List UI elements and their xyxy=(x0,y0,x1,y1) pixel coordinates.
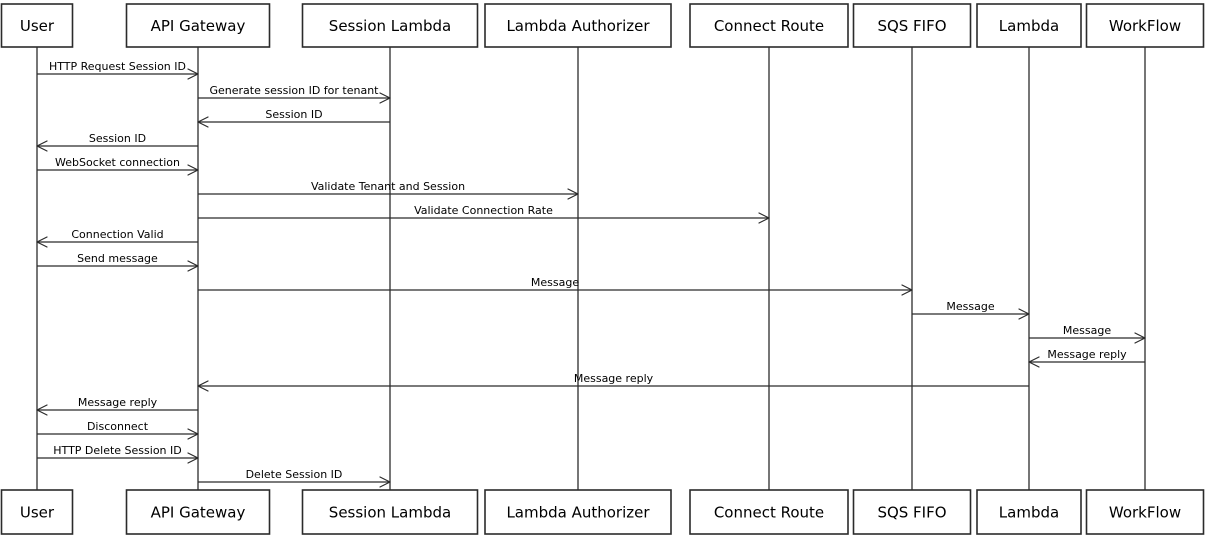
actor-bottom-label-workflow: WorkFlow xyxy=(1109,504,1181,522)
message-13-message-reply-label: Message reply xyxy=(1047,348,1127,361)
actor-bottom-label-api-gateway: API Gateway xyxy=(151,504,246,522)
message-16-disconnect-arrowhead xyxy=(187,428,199,440)
message-16-disconnect-label: Disconnect xyxy=(87,420,149,433)
actor-top-label-connect-route: Connect Route xyxy=(714,17,824,35)
actor-top-box-user xyxy=(0,3,74,48)
message-1-http-request-session-id-arrowhead xyxy=(187,68,199,80)
actor-top-box-workflow xyxy=(1085,3,1205,48)
actor-top-box-sqs-fifo xyxy=(852,3,972,48)
message-4-session-id-arrowhead xyxy=(36,140,48,152)
message-4-session-id-label: Session ID xyxy=(89,132,146,145)
message-6-validate-tenant-and-session-arrowhead xyxy=(567,188,579,200)
actor-bottom-box-workflow xyxy=(1085,489,1205,535)
actor-top-label-user: User xyxy=(20,17,55,35)
message-3-session-id-label: Session ID xyxy=(265,108,322,121)
actor-bottom-label-sqs-fifo: SQS FIFO xyxy=(877,504,946,522)
message-8-connection-valid-arrowhead xyxy=(36,236,48,248)
message-10-message-label: Message xyxy=(531,276,579,289)
actor-bottom-label-user: User xyxy=(20,504,55,522)
actor-top-box-connect-route xyxy=(689,3,849,48)
actor-top-label-lambda: Lambda xyxy=(999,17,1059,35)
actor-top-label-api-gateway: API Gateway xyxy=(151,17,246,35)
message-14-message-reply-label: Message reply xyxy=(574,372,654,385)
actor-top-label-sqs-fifo: SQS FIFO xyxy=(877,17,946,35)
message-2-generate-session-id-for-tenant-label: Generate session ID for tenant xyxy=(210,84,380,97)
message-18-delete-session-id-label: Delete Session ID xyxy=(246,468,343,481)
message-15-message-reply-label: Message reply xyxy=(78,396,158,409)
actor-bottom-label-lambda: Lambda xyxy=(999,504,1059,522)
message-9-send-message-arrowhead xyxy=(187,260,199,272)
message-3-session-id-arrowhead xyxy=(197,116,209,128)
message-17-http-delete-session-id-label: HTTP Delete Session ID xyxy=(53,444,181,457)
message-18-delete-session-id-arrowhead xyxy=(379,476,391,488)
actor-bottom-box-session-lambda xyxy=(301,489,479,535)
actor-bottom-label-lambda-authorizer: Lambda Authorizer xyxy=(506,504,650,522)
actor-top-label-session-lambda: Session Lambda xyxy=(329,17,451,35)
message-13-message-reply-arrowhead xyxy=(1028,356,1040,368)
actor-bottom-label-session-lambda: Session Lambda xyxy=(329,504,451,522)
actor-bottom-box-sqs-fifo xyxy=(852,489,972,535)
message-11-message-label: Message xyxy=(946,300,994,313)
message-17-http-delete-session-id-arrowhead xyxy=(187,452,199,464)
actor-bottom-label-connect-route: Connect Route xyxy=(714,504,824,522)
message-5-websocket-connection-label: WebSocket connection xyxy=(55,156,180,169)
message-5-websocket-connection-arrowhead xyxy=(187,164,199,176)
message-11-message-arrowhead xyxy=(1018,308,1030,320)
actor-top-box-api-gateway xyxy=(125,3,271,48)
message-1-http-request-session-id-label: HTTP Request Session ID xyxy=(49,60,186,73)
message-9-send-message-label: Send message xyxy=(77,252,158,265)
actor-bottom-box-lambda xyxy=(976,489,1082,535)
actor-top-box-lambda-authorizer xyxy=(484,3,672,48)
message-2-generate-session-id-for-tenant-arrowhead xyxy=(379,92,391,104)
message-15-message-reply-arrowhead xyxy=(36,404,48,416)
message-10-message-arrowhead xyxy=(901,284,913,296)
actor-top-box-lambda xyxy=(976,3,1082,48)
message-12-message-label: Message xyxy=(1063,324,1111,337)
actor-top-box-session-lambda xyxy=(301,3,479,48)
actor-bottom-box-user xyxy=(0,489,74,535)
message-14-message-reply-arrowhead xyxy=(197,380,209,392)
actor-bottom-box-lambda-authorizer xyxy=(484,489,672,535)
actor-bottom-box-api-gateway xyxy=(125,489,271,535)
message-6-validate-tenant-and-session-label: Validate Tenant and Session xyxy=(311,180,465,193)
actor-bottom-box-connect-route xyxy=(689,489,849,535)
message-7-validate-connection-rate-arrowhead xyxy=(758,212,770,224)
actor-top-label-workflow: WorkFlow xyxy=(1109,17,1181,35)
message-12-message-arrowhead xyxy=(1134,332,1146,344)
message-7-validate-connection-rate-label: Validate Connection Rate xyxy=(414,204,553,217)
actor-top-label-lambda-authorizer: Lambda Authorizer xyxy=(506,17,650,35)
message-8-connection-valid-label: Connection Valid xyxy=(71,228,163,241)
